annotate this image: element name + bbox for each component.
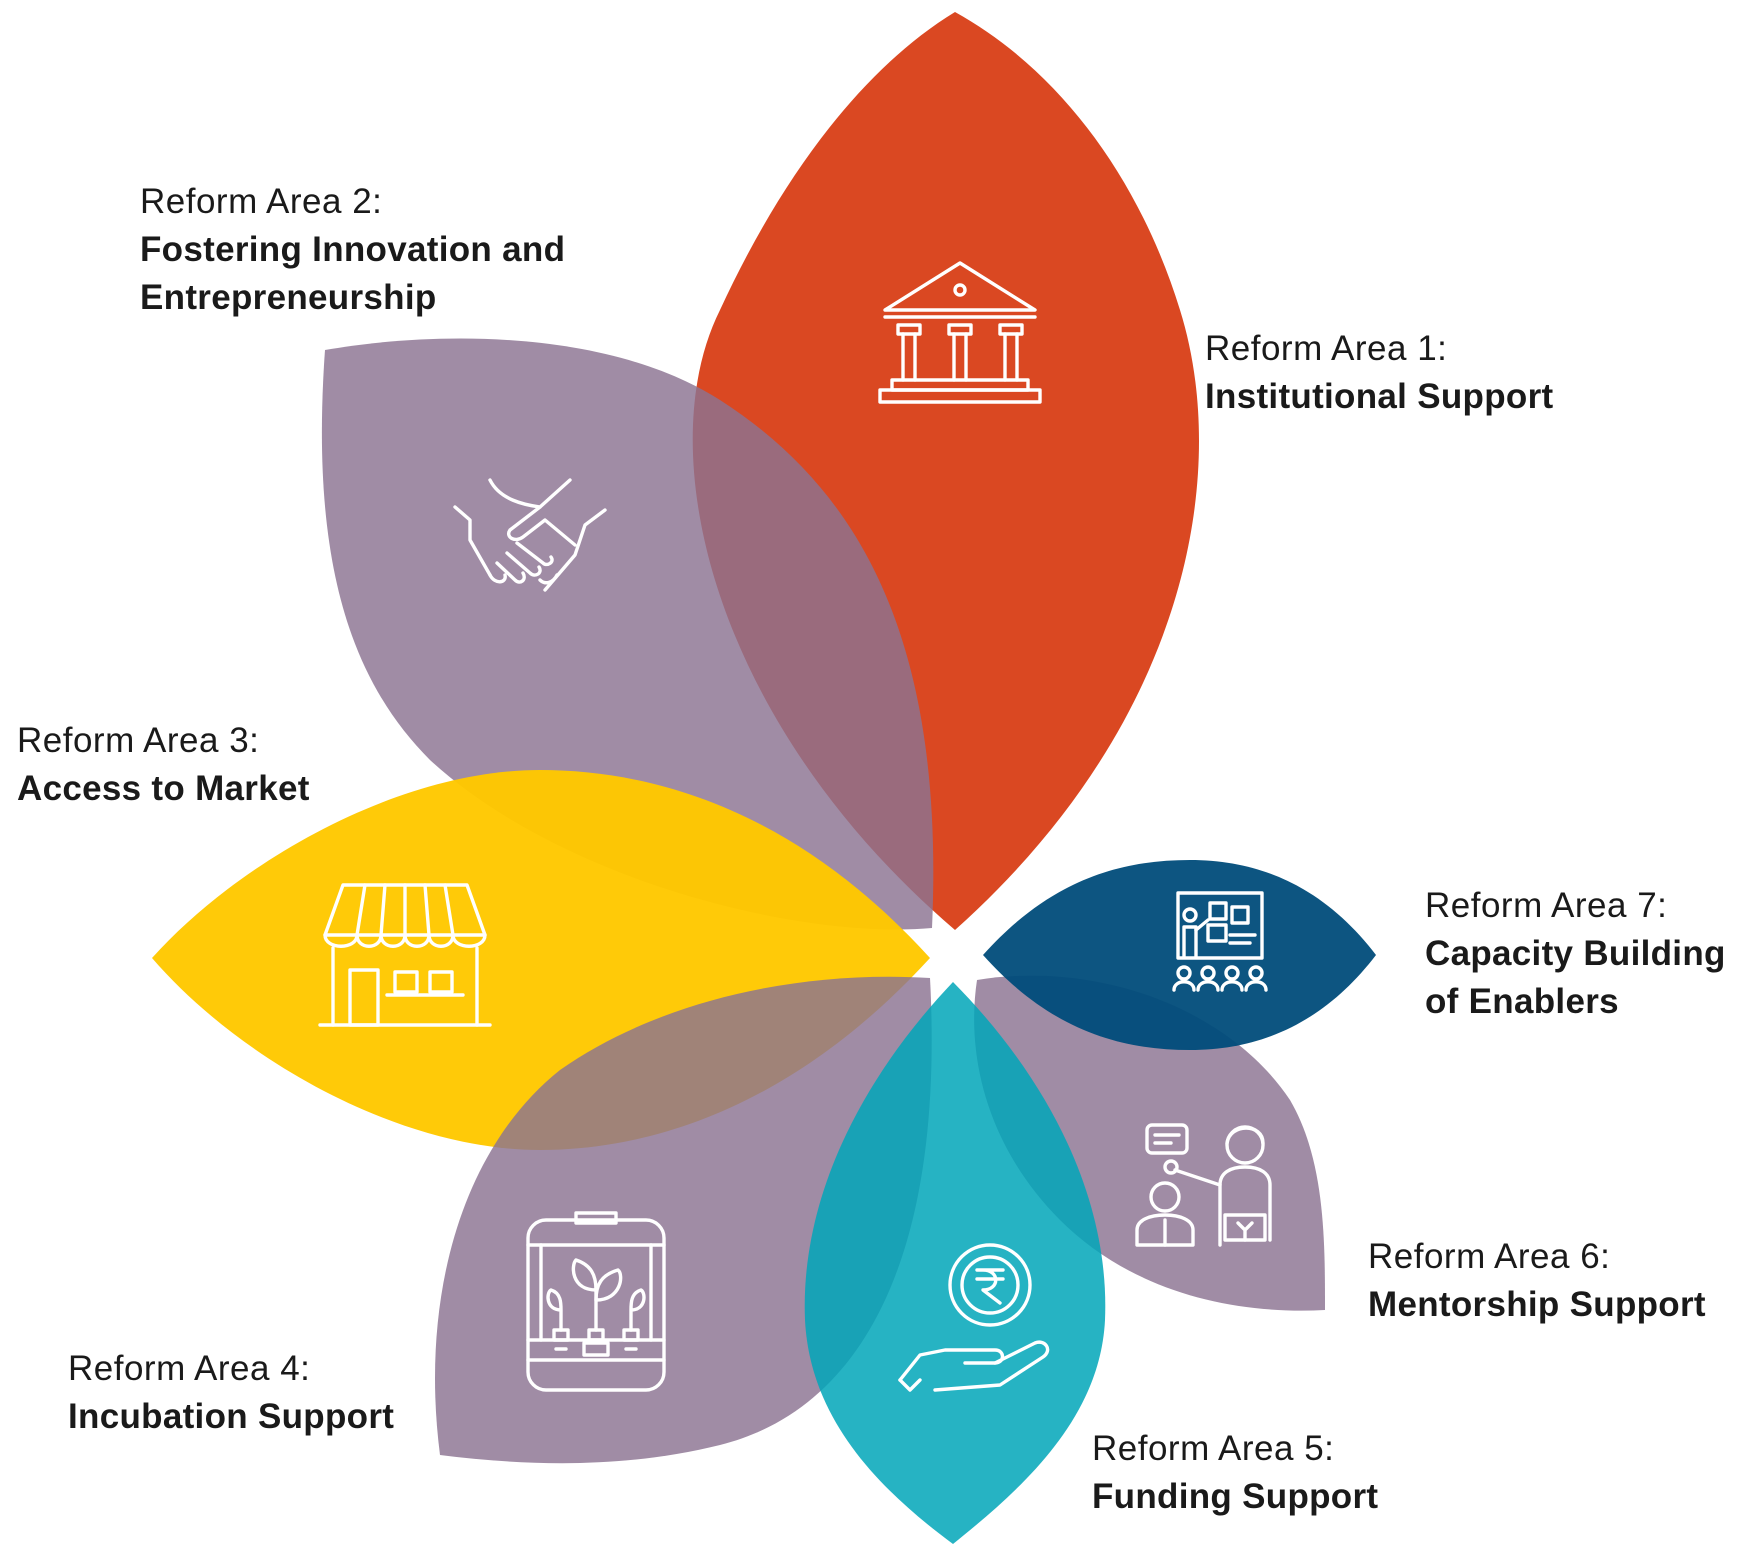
bank-building-icon: [878, 261, 1042, 404]
storefront-icon: [318, 883, 492, 1027]
reform-area-6-label: Reform Area 6: Mentorship Support: [1368, 1233, 1706, 1329]
reform-area-7-title: Capacity Building of Enablers: [1425, 934, 1726, 1021]
training-board-icon: [1172, 891, 1268, 992]
reform-area-5-lead: Reform Area 5:: [1092, 1429, 1335, 1468]
mentor-presentation-icon: [1135, 1123, 1272, 1247]
plant-incubator-icon: [526, 1211, 666, 1392]
petal-mentorship-support: [974, 975, 1325, 1311]
rupee-coin-hand-icon: [898, 1243, 1050, 1392]
reform-area-3-lead: Reform Area 3:: [17, 721, 260, 760]
reform-area-1-label: Reform Area 1: Institutional Support: [1205, 325, 1553, 421]
reform-area-2-title: Fostering Innovation and Entrepreneurshi…: [140, 230, 566, 317]
reform-area-6-lead: Reform Area 6:: [1368, 1237, 1611, 1276]
reform-area-1-title: Institutional Support: [1205, 377, 1554, 416]
reform-area-1-lead: Reform Area 1:: [1205, 329, 1448, 368]
reform-area-6-title: Mentorship Support: [1368, 1285, 1706, 1324]
reform-area-2-label: Reform Area 2: Fostering Innovation and …: [140, 178, 620, 322]
reform-area-4-title: Incubation Support: [68, 1397, 395, 1436]
reform-area-7-label: Reform Area 7: Capacity Building of Enab…: [1425, 882, 1743, 1026]
reform-area-3-title: Access to Market: [17, 769, 310, 808]
handshake-icon: [453, 478, 607, 592]
reform-area-3-label: Reform Area 3: Access to Market: [17, 717, 310, 813]
reform-area-5-title: Funding Support: [1092, 1477, 1379, 1516]
reform-area-4-label: Reform Area 4: Incubation Support: [68, 1345, 394, 1441]
reform-area-2-lead: Reform Area 2:: [140, 182, 383, 221]
reform-area-4-lead: Reform Area 4:: [68, 1349, 311, 1388]
reform-area-7-lead: Reform Area 7:: [1425, 886, 1668, 925]
reform-area-5-label: Reform Area 5: Funding Support: [1092, 1425, 1378, 1521]
